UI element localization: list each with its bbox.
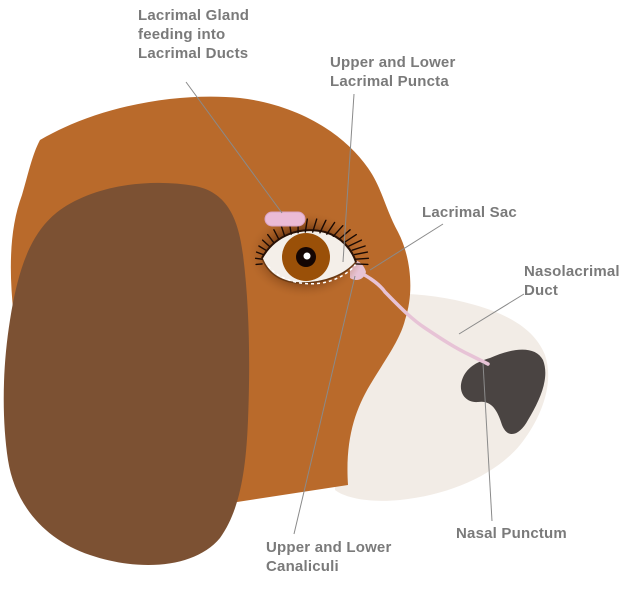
eyelash (258, 245, 267, 251)
label-line: Lacrimal Gland (138, 7, 250, 24)
label-line: Nasolacrimal (524, 263, 620, 280)
leader-lines (185, 81, 525, 535)
leader-sac (369, 223, 444, 271)
eyelash (348, 239, 363, 247)
label-line: Upper and Lower (266, 539, 392, 556)
eyelash (261, 239, 270, 247)
nose (460, 349, 546, 435)
eyelash (304, 218, 308, 233)
label-line: Upper and Lower (330, 54, 456, 71)
eyelash (326, 221, 336, 235)
label-line: Lacrimal Puncta (330, 73, 449, 90)
label-line: Lacrimal Ducts (138, 45, 249, 62)
eyelash (343, 233, 357, 244)
label-line: feeding into (138, 26, 226, 43)
eyelash (280, 224, 286, 238)
eyelashes (254, 218, 370, 266)
eye-highlight (303, 252, 311, 260)
eyelash (353, 251, 369, 256)
eyelash (267, 233, 275, 244)
eyelash (312, 218, 318, 233)
eyelash (255, 263, 263, 266)
label-line: Nasal Punctum (456, 525, 567, 542)
eyelash (273, 229, 280, 240)
leader-puncta (342, 93, 355, 263)
label-lacrimal-gland: Lacrimal Gland feeding into Lacrimal Duc… (138, 6, 249, 63)
label-line: Lacrimal Sac (422, 204, 517, 221)
upper-lid-line (261, 229, 357, 263)
leader-nasal-punctum (482, 362, 493, 522)
label-nasal-punctum: Nasal Punctum (456, 524, 567, 543)
eyelash (355, 257, 370, 260)
eyelash (254, 257, 263, 260)
eyelash (355, 263, 369, 266)
ear (3, 182, 250, 566)
label-nasolacrimal-duct: Nasolacrimal Duct (524, 262, 620, 300)
label-line: Duct (524, 282, 559, 299)
eyelash (319, 219, 327, 234)
leader-nasolacrimal (458, 293, 525, 335)
eyelash (351, 245, 366, 251)
label-lacrimal-puncta: Upper and Lower Lacrimal Puncta (330, 53, 456, 91)
label-lacrimal-sac: Lacrimal Sac (422, 203, 517, 222)
leader-canaliculi (293, 275, 356, 535)
eye (254, 218, 370, 285)
eyelash (255, 251, 265, 256)
leader-lacrimal-gland (185, 81, 283, 214)
label-canaliculi: Upper and Lower Canaliculi (266, 538, 392, 576)
label-line: Canaliculi (266, 558, 339, 575)
nasolacrimal-duct-path (350, 266, 490, 366)
eyelash (332, 224, 344, 238)
lacrimal-gland (264, 211, 306, 227)
